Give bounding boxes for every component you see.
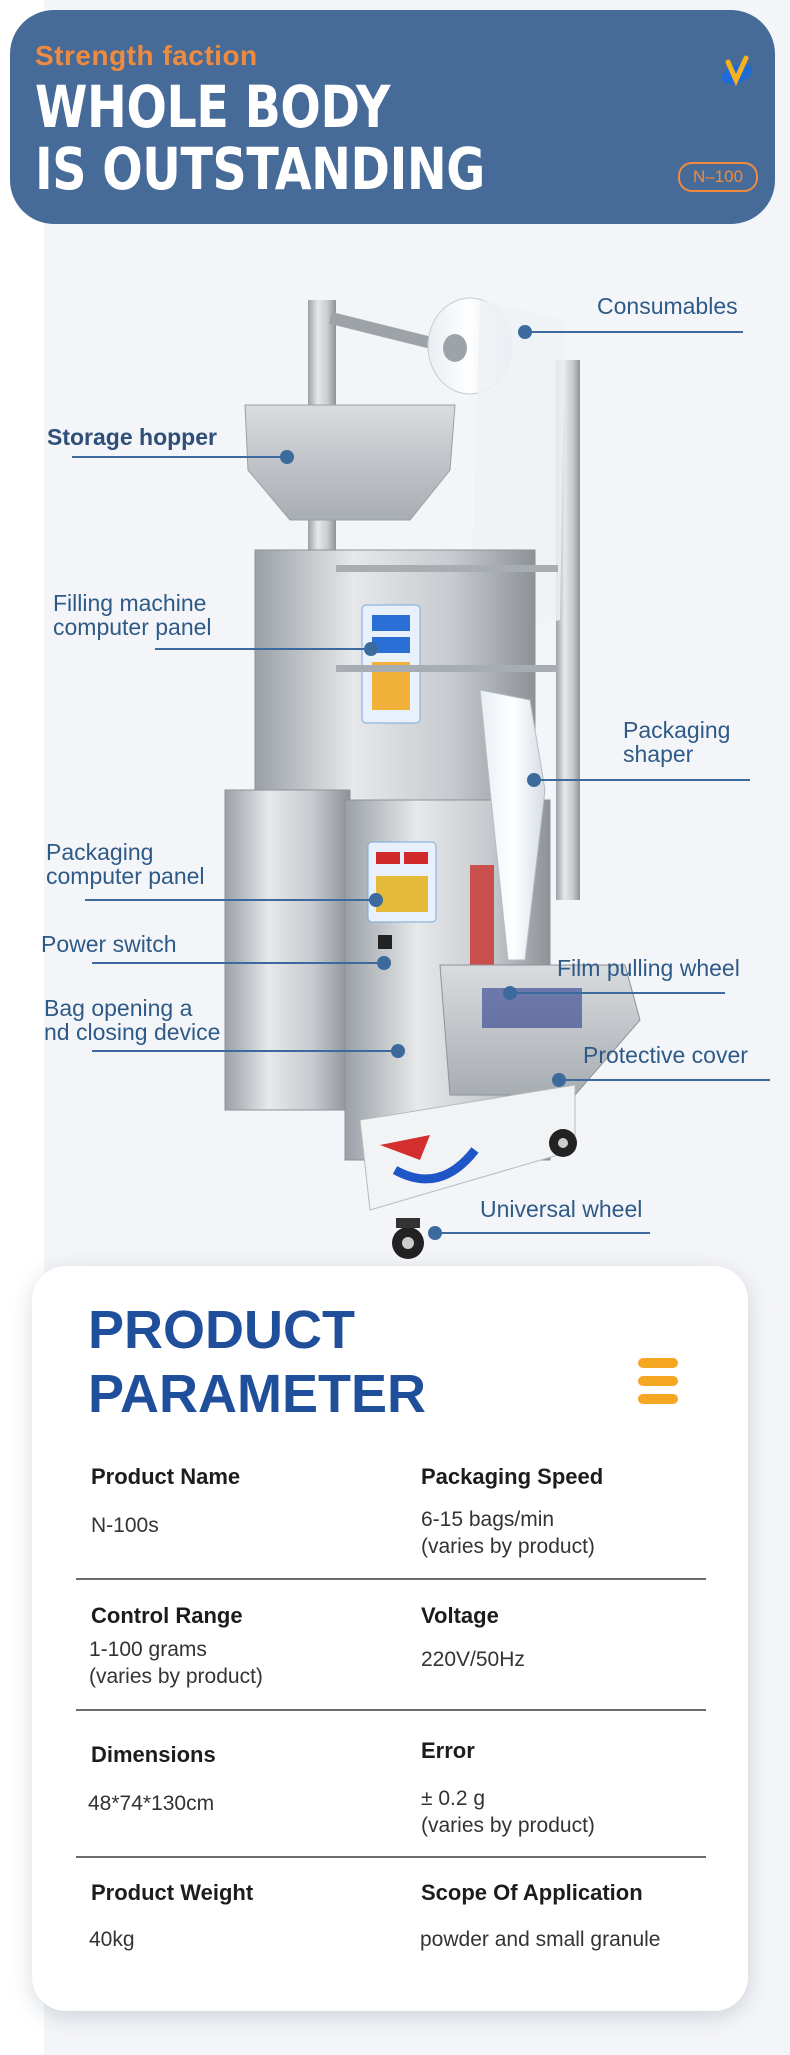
film-roll [427, 297, 513, 395]
parameter-title-line2: PARAMETER [88, 1364, 427, 1424]
leader-packaging-shaper [540, 779, 750, 781]
label-universal-wheel: Universal wheel [480, 1196, 643, 1222]
banner-kicker: Strength faction [35, 40, 258, 71]
dot-packaging-shaper [527, 773, 541, 787]
param-val-scope: powder and small granule [420, 1928, 661, 1951]
banner-title: WHOLE BODY IS OUTSTANDING [35, 76, 485, 200]
param-val-control-range-note: (varies by product) [89, 1665, 263, 1688]
parameter-title: PRODUCT PARAMETER [88, 1298, 426, 1426]
roller-bar [329, 312, 449, 353]
param-val-packaging-speed-note: (varies by product) [421, 1535, 595, 1558]
lower-cabinet [224, 789, 351, 1111]
menu-icon[interactable] [638, 1358, 678, 1404]
leader-protective-cover [560, 1079, 770, 1081]
banner-title-line2: IS OUTSTANDING [35, 135, 485, 203]
universal-wheel-back [549, 1129, 577, 1157]
dot-film-pulling-wheel [503, 986, 517, 1000]
product-parameter-card: PRODUCT PARAMETER Product Name N-100s Pa… [32, 1266, 748, 2011]
param-val-dimensions: 48*74*130cm [88, 1792, 215, 1815]
param-val-packaging-speed: 6-15 bags/min [421, 1508, 555, 1531]
banner-title-line1: WHOLE BODY [35, 73, 391, 141]
packaging-shaper-shape [479, 689, 546, 961]
label-bag-device-1: Bag opening a [44, 995, 193, 1021]
label-packaging-shaper-2: shaper [623, 741, 694, 767]
label-packaging-shaper-1: Packaging [623, 717, 731, 743]
dot-power-switch [377, 956, 391, 970]
right-frame-post [556, 360, 580, 900]
dot-universal-wheel [428, 1226, 442, 1240]
leader-consumables [528, 331, 743, 333]
protective-cover-shape [439, 964, 641, 1096]
universal-wheel-front [392, 1227, 424, 1259]
label-bag-device-2: nd closing device [44, 1019, 221, 1045]
dot-packaging-panel [369, 893, 383, 907]
param-key-voltage: Voltage [421, 1603, 499, 1628]
leader-bag-device [92, 1050, 397, 1052]
model-badge: N–100 [678, 162, 758, 192]
param-val-product-name: N-100s [91, 1514, 159, 1537]
film-web [470, 300, 565, 640]
param-val-error-note: (varies by product) [421, 1814, 595, 1837]
dot-consumables [518, 325, 532, 339]
leader-storage-hopper [72, 456, 284, 458]
label-packaging-panel-2: computer panel [46, 863, 205, 889]
label-protective-cover: Protective cover [583, 1042, 748, 1068]
param-divider [76, 1709, 706, 1711]
param-key-error: Error [421, 1738, 475, 1763]
param-key-dimensions: Dimensions [91, 1742, 216, 1767]
dot-protective-cover [552, 1073, 566, 1087]
dot-storage-hopper [280, 450, 294, 464]
brand-logo-icon [721, 55, 753, 87]
param-key-product-weight: Product Weight [91, 1880, 254, 1905]
label-power-switch: Power switch [41, 931, 177, 957]
label-storage-hopper: Storage hopper [47, 424, 217, 450]
dot-filling-panel [364, 642, 378, 656]
filling-machine-box [254, 549, 536, 801]
hero-banner: Strength faction WHOLE BODY IS OUTSTANDI… [10, 10, 775, 224]
leader-packaging-panel [85, 899, 375, 901]
param-key-control-range: Control Range [91, 1603, 243, 1628]
leader-filling-panel [155, 648, 370, 650]
dot-bag-device [391, 1044, 405, 1058]
leader-film-pulling-wheel [515, 992, 725, 994]
storage-hopper-shape [244, 404, 456, 521]
leader-universal-wheel [435, 1232, 650, 1234]
param-divider [76, 1578, 706, 1580]
param-divider [76, 1856, 706, 1858]
left-frame-post [308, 300, 336, 1000]
param-key-scope: Scope Of Application [421, 1880, 643, 1905]
param-val-error: ± 0.2 g [421, 1787, 486, 1810]
param-key-product-name: Product Name [91, 1464, 241, 1489]
param-val-voltage: 220V/50Hz [421, 1648, 525, 1671]
label-film-pulling-wheel: Film pulling wheel [557, 955, 740, 981]
label-consumables: Consumables [597, 293, 738, 319]
label-packaging-panel-1: Packaging [46, 839, 154, 865]
filling-panel-shape [361, 604, 421, 724]
packaging-panel-shape [367, 841, 437, 923]
label-filling-panel-2: computer panel [53, 614, 212, 640]
control-cabinet [344, 799, 551, 1161]
param-key-packaging-speed: Packaging Speed [421, 1464, 604, 1489]
param-val-control-range: 1-100 grams [89, 1638, 207, 1661]
leader-power-switch [92, 962, 382, 964]
label-filling-panel-1: Filling machine [53, 590, 207, 616]
parameter-title-line1: PRODUCT [88, 1300, 355, 1360]
param-val-product-weight: 40kg [89, 1928, 135, 1951]
